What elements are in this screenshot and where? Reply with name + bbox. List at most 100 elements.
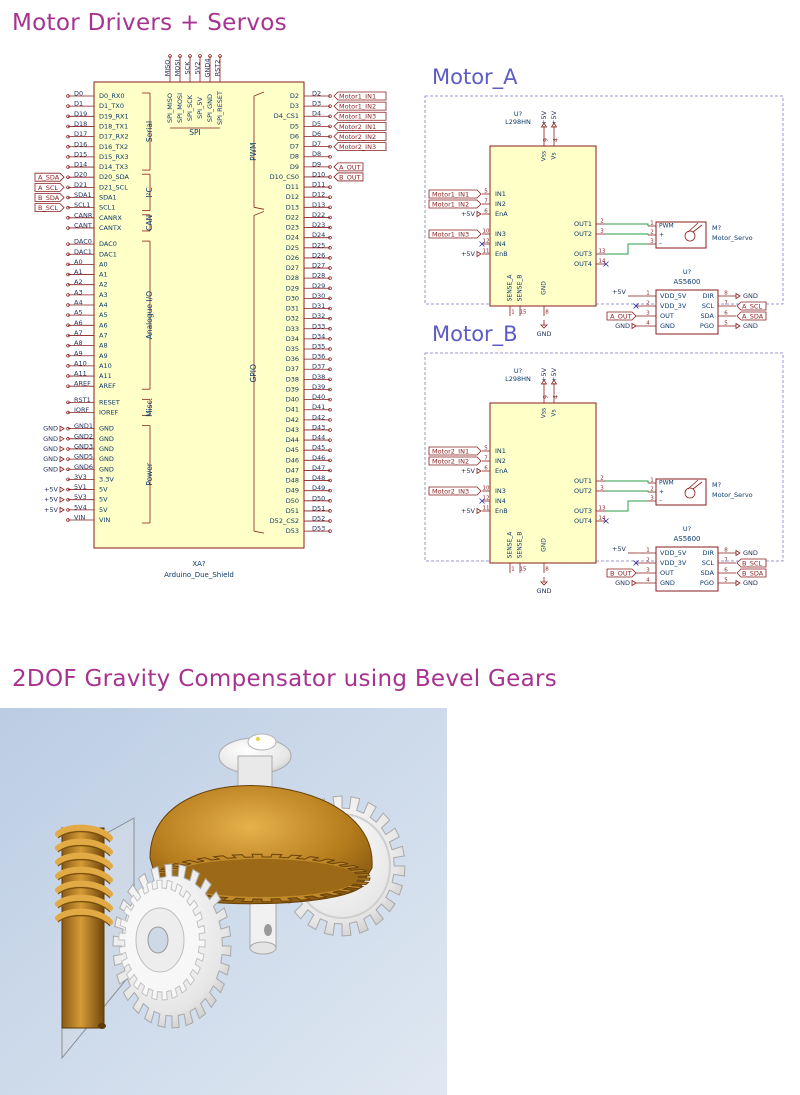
pin-end [66,303,70,307]
group-i2c: I²C [145,187,154,197]
pin-number: 3 [650,239,654,245]
worm-shaft-brass [55,838,113,855]
global-label [736,311,767,321]
hierarchical-sheet-border [424,95,784,305]
power-label: GND [43,435,58,443]
pin-net-label: A8 [74,339,83,347]
global-label [736,558,767,568]
pin-end [66,400,70,405]
pin-end [328,144,332,149]
driver-ref: U? [514,110,522,118]
power-symbol [476,507,482,515]
power-label: +5V [461,250,476,258]
worm-shaft-brass [55,880,113,897]
ground-label: GND [537,330,552,338]
pin-net-label: D40 [312,393,325,401]
pin-name: IN4 [495,497,506,505]
pin-number: 7 [484,199,488,205]
pin-name: SCL1 [99,204,115,212]
pin-name: SDA [701,569,715,577]
power-label: GND [43,445,58,453]
pin-number: 6 [724,311,728,317]
sensor-value: AS5600 [673,535,700,543]
pin-net-label: GND1 [74,422,93,430]
servo-symbol [655,478,707,506]
pin-end [66,124,70,129]
pin-name: SPI_MOSI [176,93,184,123]
group-misc: Misc. [145,398,154,417]
pin-name: D25 [286,244,299,252]
pin-name: A0 [99,260,108,268]
pin-net-label: D43 [312,423,325,431]
pin-name: D50 [286,497,299,505]
wire-out2-plus [606,490,649,492]
pin-net-label: D33 [312,322,325,330]
pin-net-label: D51 [312,504,325,512]
pin-number: 5 [724,321,728,327]
global-label-text: Motor1_IN3 [432,231,469,239]
pin-name: VDD_3V [660,559,687,567]
pin-name: D49 [286,487,299,495]
bevel-gear-brass [166,859,358,897]
pin-end [328,134,332,139]
pin-end [328,458,332,463]
pin-end [328,316,332,321]
pin-net-label: D6 [312,130,321,138]
global-label [428,229,482,239]
pin-net-label: D37 [312,363,325,371]
pin-net-label: D24 [312,231,325,239]
pin-net-label: D29 [312,282,325,290]
power-symbol [631,322,637,330]
pin-net-label: D31 [312,302,325,310]
global-label [736,301,767,311]
pin-name: D53 [286,527,299,535]
pin-end [328,327,332,331]
pin-end [328,215,332,220]
pin-name: DIR [703,292,715,300]
pin-number: 7 [724,301,728,307]
pin-name: D10_CS0 [270,173,299,181]
worm-shaft-brass [57,901,111,913]
pin-name: A4 [99,301,108,309]
pin-end [328,438,332,442]
pin-net-label: D4 [312,110,321,118]
pin-end [66,185,70,190]
power-label: +5V [550,110,558,125]
global-label-text: Motor2_IN1 [432,448,469,456]
pin-name: SENSE_A [507,274,514,302]
pin-net-label: GND6 [74,463,93,471]
pin-net-label: D14 [74,161,87,169]
pin-name: PGO [700,322,714,330]
power-symbol [59,486,65,493]
pin-name: 3.3V [99,475,114,483]
power-symbol [476,250,482,258]
pin-end [66,410,70,415]
wire-out2-plus [606,233,649,235]
l298-driver-symbol [489,145,597,307]
pin-end [66,477,70,482]
group-pwm: PWM [249,142,258,160]
pin-end [66,354,70,358]
pin-end [66,104,70,108]
pin-end [328,367,332,371]
power-label: +5V [540,367,548,382]
pin-number: 6 [724,568,728,574]
pin-net-label: SCK [184,61,192,75]
pin-name: SPI_SCK [186,94,194,121]
power-label: +5V [550,367,558,382]
pin-end [66,364,70,368]
pin-net-label: D19 [74,110,87,118]
pin-end [66,313,70,317]
global-label-text: A_SCL [38,184,58,192]
ground-label: GND [537,587,552,595]
global-label [736,568,767,578]
pin-name: IN3 [495,230,506,238]
pin-net-label: MISO [164,60,172,77]
pin-end [328,165,332,169]
power-label: GND [43,465,58,473]
pin-number: 12 [483,239,490,245]
pin-net-label: GND5 [74,453,93,461]
pin-end [66,518,70,522]
pin-name: D22 [286,213,299,221]
power-symbol [540,379,548,385]
